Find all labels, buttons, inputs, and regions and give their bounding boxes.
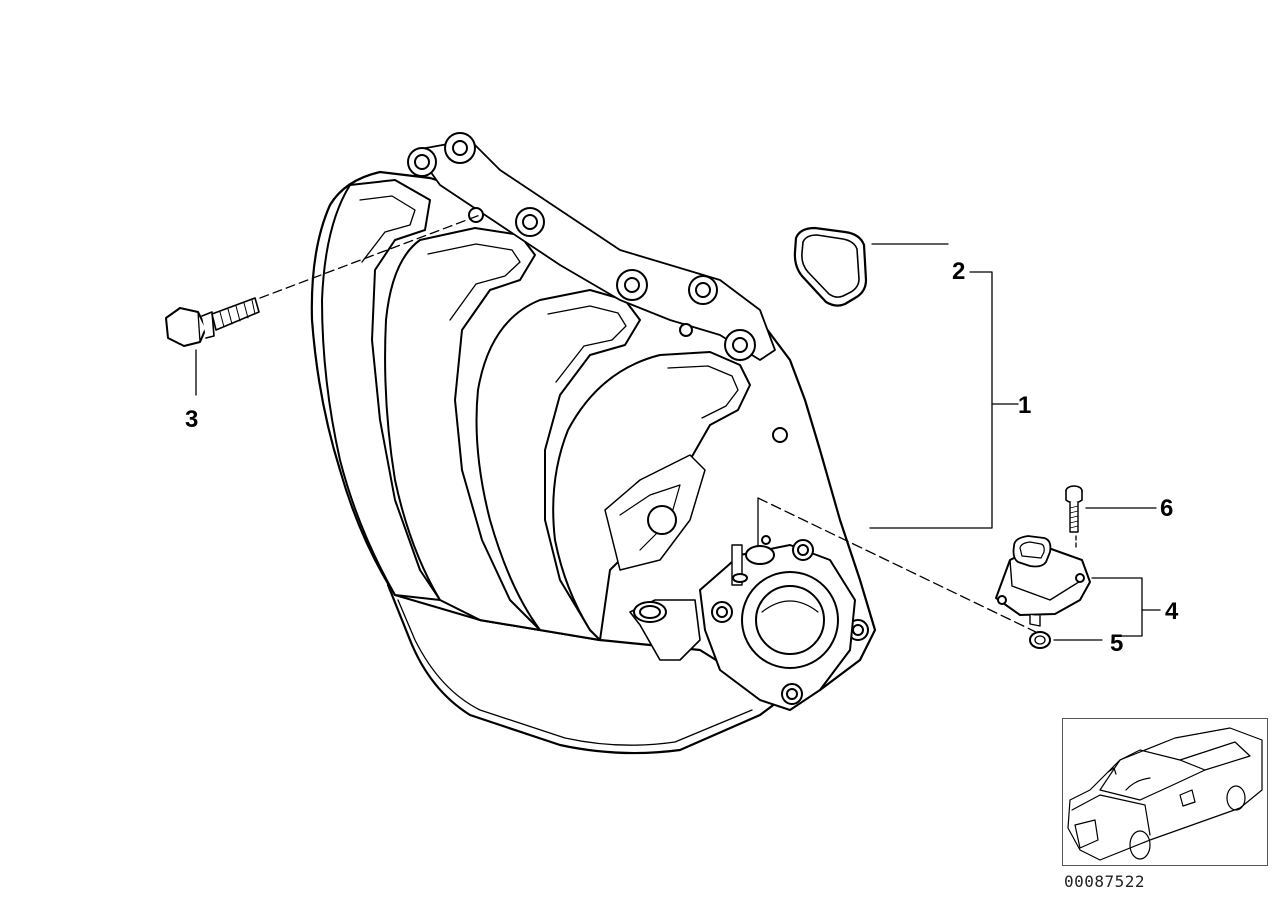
- callout-3: 3: [185, 406, 199, 433]
- diagram-reference-number: 00087522: [1064, 872, 1146, 891]
- callout-6: 6: [1160, 495, 1174, 522]
- intake-manifold-icon: [310, 132, 877, 755]
- screw-icon: [1065, 485, 1083, 533]
- sensor-module-icon: [995, 535, 1091, 627]
- callout-1: 1: [1018, 392, 1032, 419]
- gasket-ring-icon: [793, 226, 868, 307]
- leader-lines: [195, 214, 1161, 641]
- callout-2: 2: [952, 258, 966, 285]
- vehicle-inset-frame: [1062, 718, 1268, 866]
- hex-bolt-icon: [165, 297, 260, 347]
- car-outline-icon: [1067, 727, 1263, 861]
- callout-4: 4: [1165, 598, 1179, 625]
- o-ring-icon: [1029, 631, 1051, 649]
- callout-5: 5: [1110, 630, 1124, 657]
